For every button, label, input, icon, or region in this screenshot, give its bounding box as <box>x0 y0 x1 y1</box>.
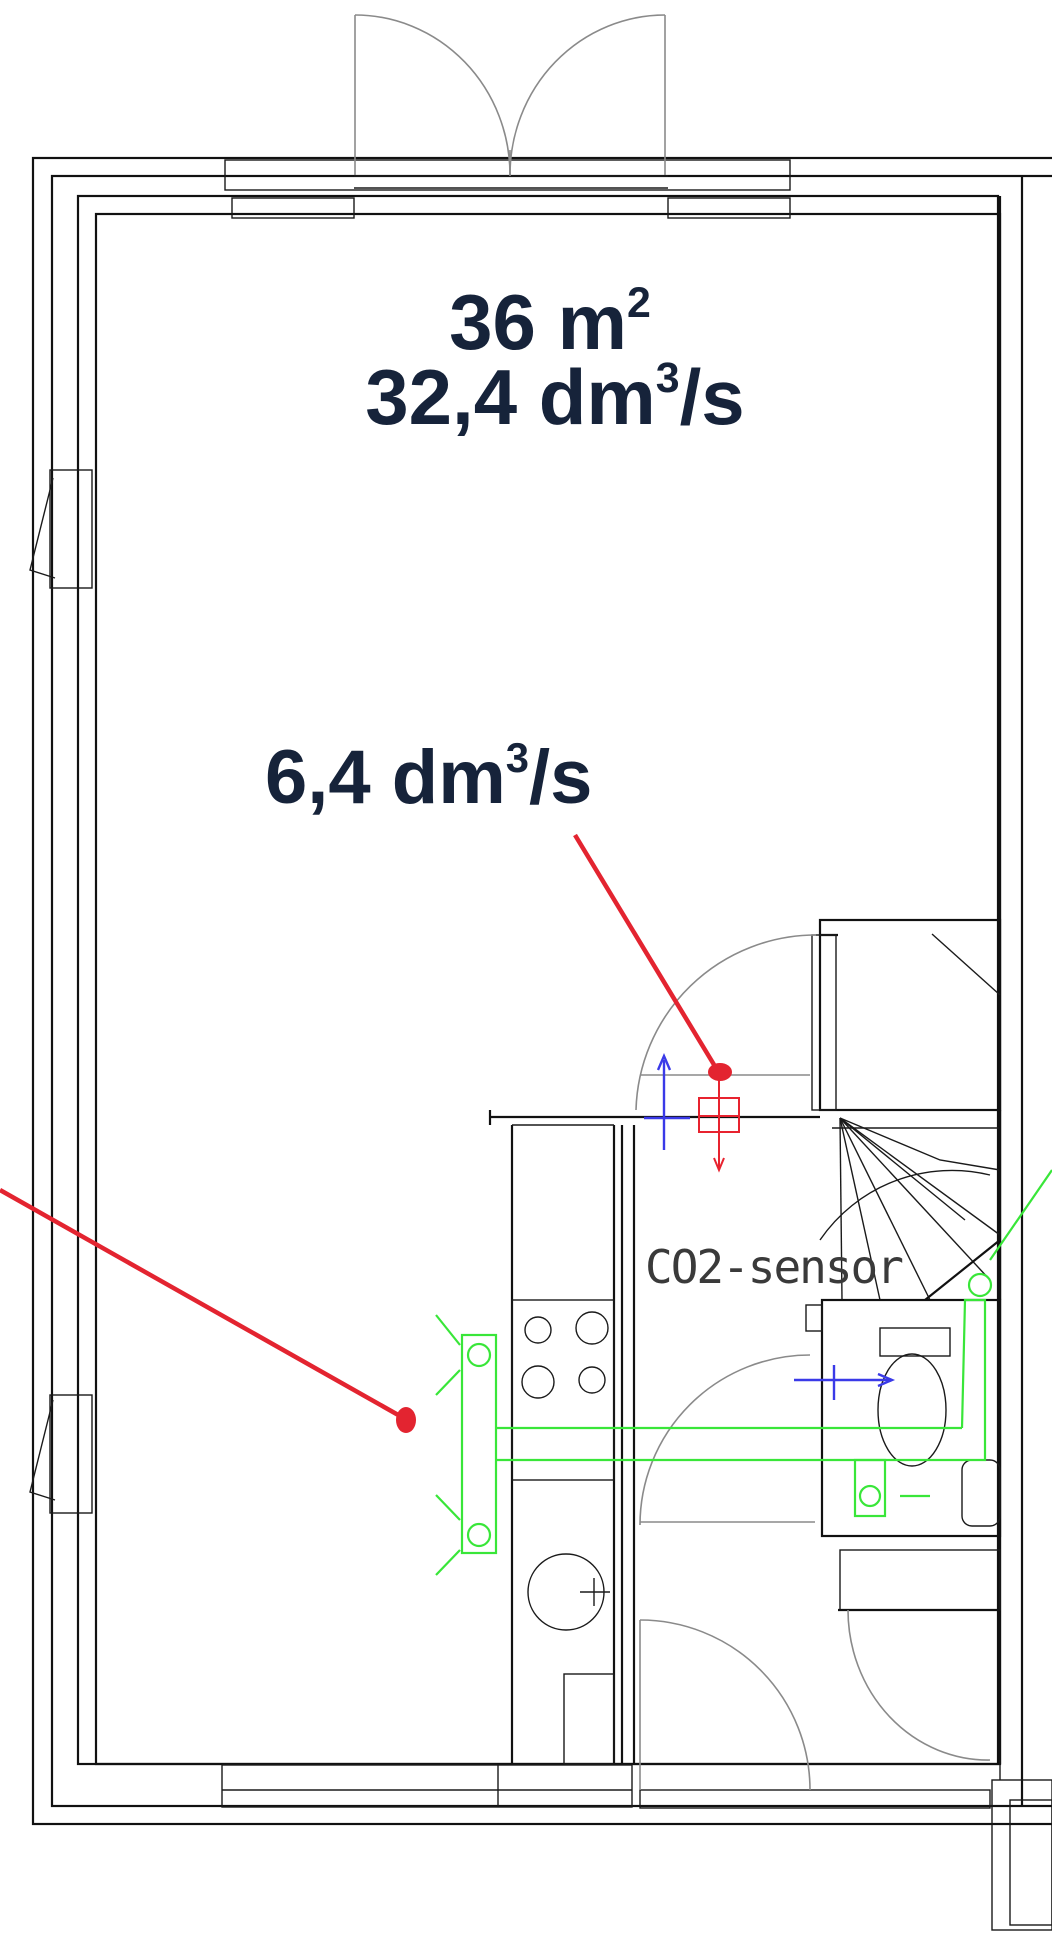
leader-line-valve <box>573 833 718 1070</box>
ventilation-ducts <box>435 1169 1052 1576</box>
room-area-label: 36 m2 <box>340 278 760 377</box>
left-windows <box>29 469 93 1514</box>
air-arrows <box>644 1052 896 1400</box>
co2-sensor-label: CO2-sensor <box>645 1240 904 1294</box>
room-flow-label: 32,4 dm3/s <box>275 353 835 452</box>
kitchen-counter <box>488 1110 820 1765</box>
leader-line-duct <box>0 1188 402 1418</box>
valve-flow-unit: /s <box>529 735 593 820</box>
leader-dot-valve <box>708 1063 732 1081</box>
valve-flow-value: 6,4 dm <box>265 735 506 820</box>
main-flow-superscript: 3 <box>655 353 680 402</box>
valve-flow-label: 6,4 dm3/s <box>265 734 593 829</box>
leader-dot-duct <box>396 1407 416 1433</box>
main-flow-value: 32,4 dm <box>365 353 656 441</box>
inner-walls <box>635 918 1052 1931</box>
valve-flow-superscript: 3 <box>505 733 530 781</box>
supply-valve <box>698 1080 740 1173</box>
area-value: 36 m <box>449 278 627 366</box>
bottom-windows <box>221 1764 991 1809</box>
leader-lines <box>0 833 732 1433</box>
garden-doors <box>224 14 791 219</box>
main-flow-unit: /s <box>679 353 745 441</box>
area-superscript: 2 <box>626 278 651 327</box>
